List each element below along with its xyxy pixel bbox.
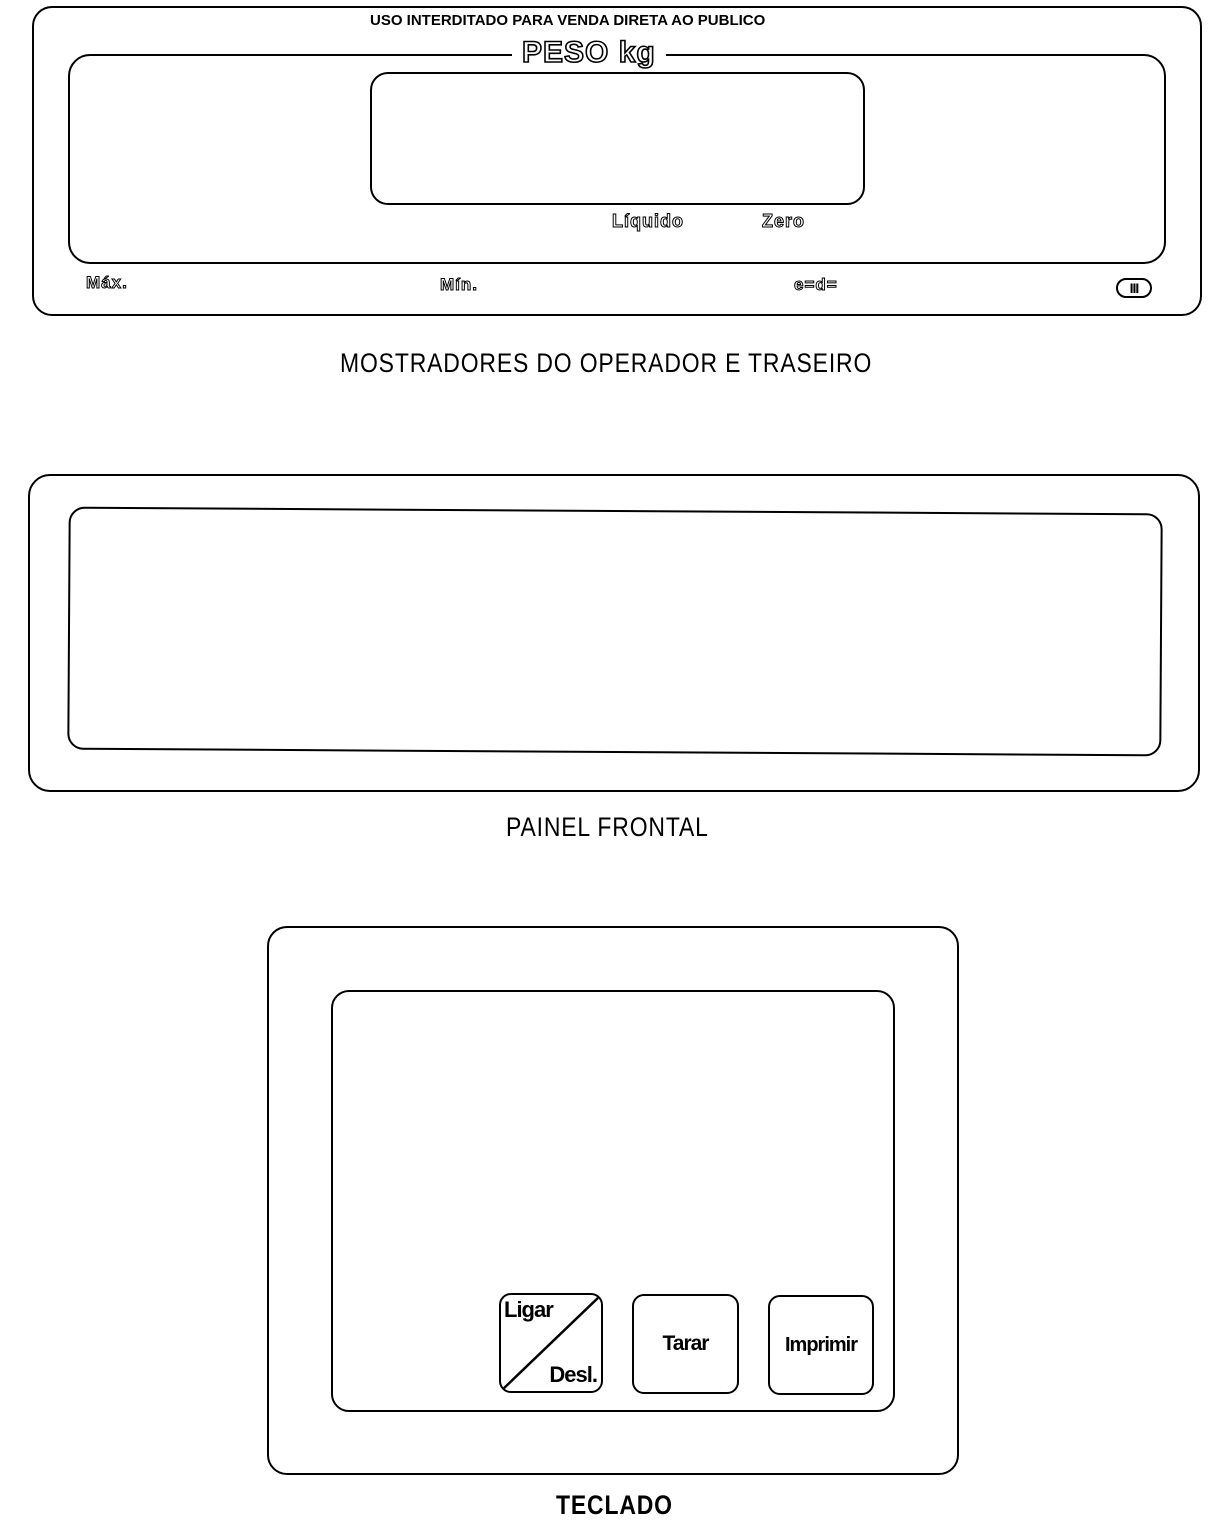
net-indicator-label: Líquido [612, 211, 684, 232]
accuracy-class-symbol: III [1129, 280, 1140, 296]
accuracy-class-icon: III [1116, 278, 1152, 298]
keypad-membrane [331, 990, 895, 1412]
weight-readout-window [370, 72, 865, 205]
power-on-label: Ligar [504, 1297, 554, 1322]
operator-display-caption: MOSTRADORES DO OPERADOR E TRASEIRO [340, 348, 873, 378]
keypad-panel [267, 926, 959, 1475]
tare-button[interactable]: Tarar [632, 1294, 739, 1394]
power-off-label: Desl. [549, 1362, 598, 1387]
front-panel-caption: PAINEL FRONTAL [506, 812, 709, 842]
max-capacity-label: Máx. [86, 273, 128, 293]
power-toggle-button[interactable]: Ligar Desl. [499, 1293, 603, 1393]
keypad-caption: TECLADO [556, 1490, 673, 1520]
diagonal-divider-icon [501, 1295, 601, 1391]
operator-display-panel [32, 6, 1202, 316]
tare-label: Tarar [662, 1332, 710, 1355]
min-capacity-label: Mín. [440, 275, 478, 295]
print-button[interactable]: Imprimir [768, 1295, 874, 1395]
front-panel-window [67, 506, 1163, 757]
warning-text: USO INTERDITADO PARA VENDA DIRETA AO PUB… [370, 12, 766, 29]
print-label: Imprimir [784, 1333, 858, 1356]
front-panel [28, 474, 1200, 792]
scale-interval-label: e=d= [794, 275, 838, 295]
weight-unit-label: PESO kg [512, 35, 666, 70]
zero-indicator-label: Zero [761, 211, 806, 232]
